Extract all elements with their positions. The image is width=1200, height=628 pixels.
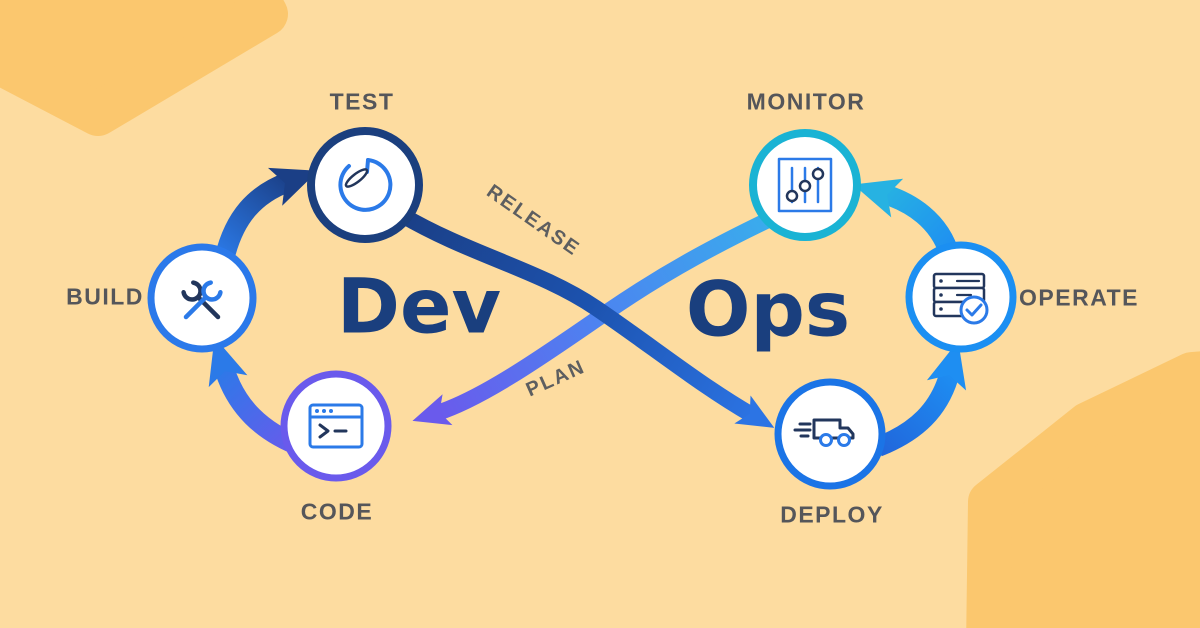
terminal-window-icon <box>308 403 364 449</box>
stage-label-test: TEST <box>329 88 395 115</box>
arrow-release-test-to-deploy <box>397 208 775 428</box>
hexagon-bottom-right <box>966 351 1200 628</box>
title-ops: Ops <box>685 264 851 354</box>
stage-label-monitor: MONITOR <box>746 88 866 115</box>
title-dev: Dev <box>336 261 502 351</box>
timer-icon <box>338 158 393 212</box>
arrow-build-to-test <box>214 167 319 263</box>
crossed-wrenches-icon <box>181 280 223 320</box>
sliders-icon <box>777 157 833 213</box>
hexagon-top-left <box>0 0 288 136</box>
delivery-truck-icon <box>793 418 855 447</box>
server-check-icon <box>932 272 989 325</box>
test-circle <box>307 127 423 243</box>
stage-label-deploy: DEPLOY <box>780 501 884 528</box>
arrow-deploy-to-operate <box>874 340 967 457</box>
stage-label-code: CODE <box>300 498 374 525</box>
stage-icons <box>181 157 989 449</box>
stage-label-build: BUILD <box>66 283 144 310</box>
stage-label-operate: OPERATE <box>1019 284 1139 311</box>
flow-arrows <box>208 167 967 457</box>
